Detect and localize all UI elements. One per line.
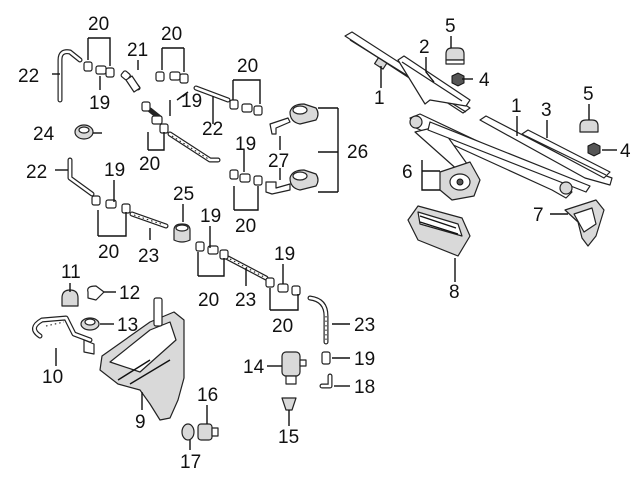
callout-10: 10 [42, 367, 63, 388]
callout-19-lower-center: 19 [274, 244, 295, 265]
callout-19-left: 19 [104, 160, 125, 181]
washer-hose-22-middle[interactable] [167, 131, 221, 163]
sensor-grommet[interactable] [181, 423, 195, 441]
leader-lines [52, 36, 617, 450]
callout-20-upper-middle: 20 [139, 154, 160, 175]
wiper-motor[interactable] [439, 161, 481, 201]
callout-19-center: 19 [200, 206, 221, 227]
callout-4-right: 4 [620, 141, 631, 162]
callout-6: 6 [402, 162, 413, 183]
washer-nozzle-lower[interactable] [289, 169, 319, 191]
hose-connector-upper[interactable] [269, 117, 291, 135]
pump-grommet[interactable] [281, 397, 297, 411]
callout-20-top-right: 20 [237, 56, 258, 77]
callout-19-upper-right: 19 [235, 134, 256, 155]
cap-strap[interactable] [87, 285, 105, 301]
callout-14: 14 [243, 357, 265, 378]
callout-1-center: 1 [374, 88, 385, 109]
callout-19-lower-right: 19 [354, 349, 375, 370]
callout-22-left: 22 [26, 162, 47, 183]
callout-22-middle: 22 [202, 119, 223, 140]
filler-cap[interactable] [61, 289, 79, 307]
callout-23-left: 23 [138, 246, 159, 267]
callout-23-right: 23 [354, 315, 375, 336]
check-valve[interactable] [173, 223, 191, 243]
pivot-nut-right[interactable] [587, 142, 601, 157]
washer-hose-22-top[interactable] [57, 49, 83, 103]
callout-19-top-center: 19 [181, 91, 202, 112]
washer-hose-23-center[interactable] [225, 255, 269, 281]
wiper-linkage[interactable] [409, 113, 591, 199]
washer-reservoir[interactable] [99, 297, 185, 421]
callout-20-top-center: 20 [161, 24, 182, 45]
washer-hose-23-left[interactable] [129, 211, 169, 229]
pivot-cap-right[interactable] [579, 119, 599, 133]
callout-labels: 1 1 2 3 4 4 5 5 6 7 8 9 10 11 12 13 14 1… [18, 14, 631, 473]
callout-5-left: 5 [445, 16, 456, 37]
callout-9: 9 [135, 412, 146, 433]
callout-13: 13 [117, 315, 138, 336]
callout-19-top-left: 19 [89, 93, 110, 114]
wiper-arm-right[interactable] [479, 115, 613, 186]
callout-22-top: 22 [18, 66, 39, 87]
filler-neck-hose[interactable] [32, 315, 95, 355]
callout-20-upper-right: 20 [235, 216, 256, 237]
wiper-blade-right[interactable] [521, 129, 611, 179]
callout-15: 15 [278, 427, 299, 448]
callout-23-center: 23 [235, 290, 256, 311]
callout-5-right: 5 [583, 84, 594, 105]
callout-17: 17 [180, 452, 201, 473]
elbow-connector[interactable] [319, 373, 333, 389]
hose-clamp-group[interactable] [83, 61, 301, 296]
callout-21: 21 [127, 40, 148, 61]
callout-12: 12 [119, 283, 140, 304]
cowl-cover[interactable] [407, 205, 471, 257]
callout-11: 11 [61, 262, 81, 283]
callout-20-top-left: 20 [88, 14, 109, 35]
pivot-cap-left[interactable] [445, 47, 465, 65]
level-sensor[interactable] [197, 423, 219, 441]
linkage-bracket[interactable] [564, 199, 605, 247]
callout-27: 27 [268, 151, 289, 172]
callout-3: 3 [541, 100, 552, 121]
washer-hose-23-right[interactable] [307, 295, 329, 345]
callout-2: 2 [419, 37, 430, 58]
washer-nozzle-upper[interactable] [289, 103, 319, 125]
callout-25: 25 [173, 184, 194, 205]
callout-20-left: 20 [98, 242, 119, 263]
callout-1-right: 1 [511, 96, 522, 117]
callout-7: 7 [533, 205, 544, 226]
callout-4-left: 4 [479, 70, 490, 91]
callout-16: 16 [197, 385, 218, 406]
hose-connector-lower[interactable] [265, 181, 291, 195]
hose-clip[interactable] [80, 317, 100, 331]
grommet[interactable] [74, 124, 94, 140]
callout-20-center: 20 [198, 290, 219, 311]
callout-24: 24 [33, 124, 55, 145]
pivot-nut-left[interactable] [451, 72, 465, 87]
hose-clamp-single[interactable] [321, 351, 331, 365]
washer-pump[interactable] [281, 351, 307, 385]
callout-20-lower-right: 20 [272, 316, 293, 337]
callout-8: 8 [449, 282, 460, 303]
callout-18: 18 [354, 377, 375, 398]
washer-hose-22-left[interactable] [67, 157, 95, 197]
callout-26: 26 [347, 142, 368, 163]
hose-elbow[interactable] [125, 75, 141, 93]
